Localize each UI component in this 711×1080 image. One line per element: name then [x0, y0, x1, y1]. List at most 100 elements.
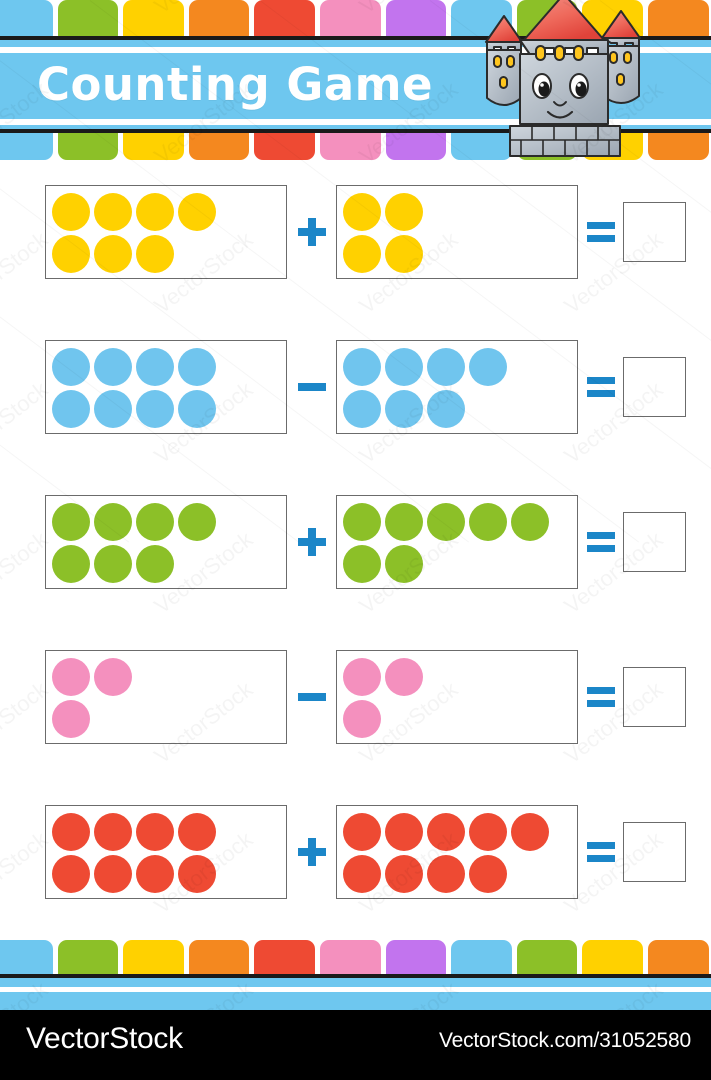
- problem-row: [0, 492, 711, 592]
- plus-operator-icon: [287, 805, 336, 899]
- counter-dot: [343, 235, 381, 273]
- counter-dot: [136, 348, 174, 386]
- counter-dot: [94, 193, 132, 231]
- counter-dot: [178, 193, 216, 231]
- dot-row: [52, 346, 282, 388]
- castle-mascot-icon: [485, 0, 641, 157]
- counting-set-box: [45, 185, 287, 279]
- minus-glyph: [297, 693, 326, 701]
- answer-box[interactable]: [623, 202, 686, 262]
- counting-set-box: [45, 340, 287, 434]
- banner-rule-bottom: [0, 129, 711, 133]
- answer-box[interactable]: [623, 357, 686, 417]
- counter-dot: [385, 658, 423, 696]
- counter-dot: [427, 390, 465, 428]
- counter-dot: [385, 813, 423, 851]
- counter-dot: [178, 348, 216, 386]
- counter-dot: [427, 503, 465, 541]
- counter-dot: [385, 235, 423, 273]
- dot-row: [52, 811, 282, 853]
- equals-bar: [586, 222, 615, 229]
- counter-dot: [385, 390, 423, 428]
- banner-stripe-lower: [0, 119, 711, 125]
- equals-bar: [586, 377, 615, 384]
- equals-bar: [586, 545, 615, 552]
- counter-dot: [427, 348, 465, 386]
- dot-grid: [343, 656, 573, 740]
- counter-dot: [136, 193, 174, 231]
- counter-dot: [52, 193, 90, 231]
- counter-dot: [385, 503, 423, 541]
- banner-rule-top: [0, 36, 711, 40]
- equals-bar: [586, 700, 615, 707]
- problem-row: [0, 647, 711, 747]
- minus-operator-icon: [287, 340, 336, 434]
- dot-row: [343, 233, 573, 275]
- counter-dot: [94, 503, 132, 541]
- counting-set-box: [336, 650, 578, 744]
- counter-dot: [511, 503, 549, 541]
- counter-dot: [343, 855, 381, 893]
- counter-dot: [469, 348, 507, 386]
- counter-dot: [343, 813, 381, 851]
- counter-dot: [427, 813, 465, 851]
- dot-grid: [52, 811, 282, 895]
- counter-dot: [94, 813, 132, 851]
- dot-grid: [343, 811, 573, 895]
- dot-row: [343, 853, 573, 895]
- counter-dot: [94, 855, 132, 893]
- watermark-bar: [0, 1010, 711, 1080]
- vectorstock-logo: VectorStock: [26, 1022, 183, 1055]
- dot-row: [52, 501, 282, 543]
- dot-grid: [52, 191, 282, 275]
- counter-dot: [385, 193, 423, 231]
- counter-dot: [52, 855, 90, 893]
- counter-dot: [385, 545, 423, 583]
- equals-operator-icon: [578, 650, 623, 744]
- dot-row: [343, 811, 573, 853]
- dot-grid: [343, 346, 573, 430]
- counter-dot: [52, 658, 90, 696]
- counter-dot: [94, 235, 132, 273]
- counter-dot: [385, 348, 423, 386]
- dot-grid: [52, 501, 282, 585]
- dot-grid: [52, 656, 282, 740]
- dot-row: [52, 853, 282, 895]
- dot-grid: [52, 346, 282, 430]
- answer-box[interactable]: [623, 667, 686, 727]
- dot-row: [343, 346, 573, 388]
- counting-set-box: [45, 495, 287, 589]
- counter-dot: [136, 235, 174, 273]
- answer-box[interactable]: [623, 822, 686, 882]
- minus-operator-icon: [287, 650, 336, 744]
- dot-row: [343, 501, 573, 543]
- counting-set-box: [45, 650, 287, 744]
- counter-dot: [136, 503, 174, 541]
- equals-bar: [586, 855, 615, 862]
- banner-stripe-upper: [0, 47, 711, 53]
- counting-set-box: [45, 805, 287, 899]
- counter-dot: [52, 503, 90, 541]
- counter-dot: [94, 390, 132, 428]
- answer-box[interactable]: [623, 512, 686, 572]
- equals-bar: [586, 532, 615, 539]
- counter-dot: [52, 348, 90, 386]
- plus-glyph: [297, 528, 326, 556]
- minus-glyph: [297, 383, 326, 391]
- problem-row: [0, 182, 711, 282]
- counter-dot: [343, 193, 381, 231]
- counter-dot: [343, 503, 381, 541]
- equals-operator-icon: [578, 185, 623, 279]
- dot-row: [52, 543, 282, 585]
- counter-dot: [178, 855, 216, 893]
- plus-operator-icon: [287, 495, 336, 589]
- counter-dot: [52, 700, 90, 738]
- plus-glyph: [297, 218, 326, 246]
- plus-glyph: [297, 838, 326, 866]
- counter-dot: [52, 390, 90, 428]
- counter-dot: [136, 545, 174, 583]
- counter-dot: [385, 855, 423, 893]
- dot-row: [343, 656, 573, 698]
- footer-rule: [0, 974, 711, 978]
- equals-bar: [586, 687, 615, 694]
